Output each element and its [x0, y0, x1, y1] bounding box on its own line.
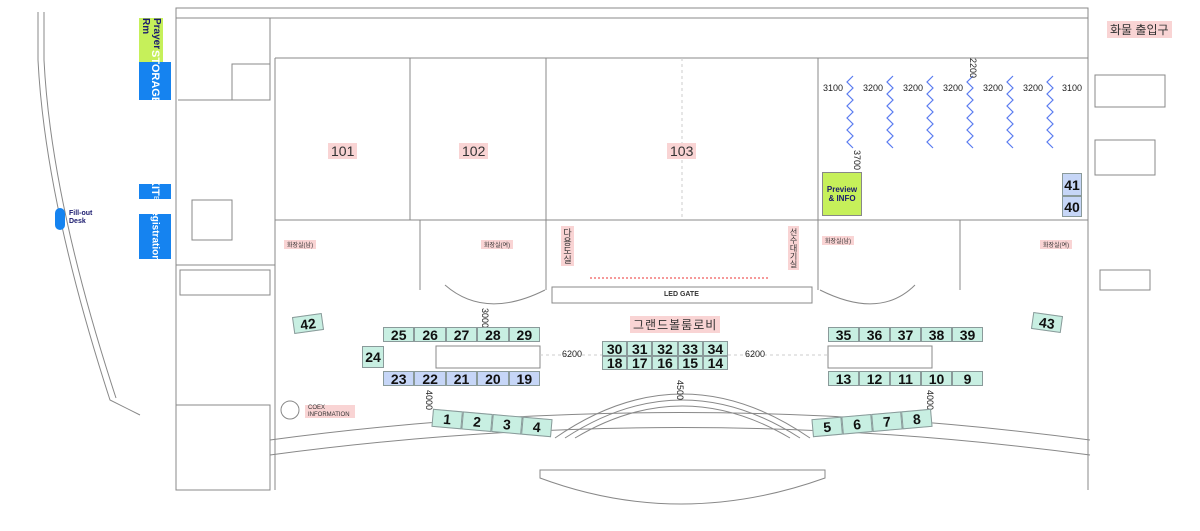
- coex-information-label: COEX INFORMATION: [305, 405, 355, 419]
- booth-2[interactable]: 2: [461, 411, 493, 432]
- booth-40[interactable]: 40: [1062, 196, 1082, 217]
- booth-10[interactable]: 10: [921, 371, 952, 387]
- registration-floor: B1: [151, 261, 159, 270]
- stanchion-line: [926, 75, 934, 149]
- booth-27[interactable]: 27: [445, 327, 478, 343]
- booth-1[interactable]: 1: [431, 408, 463, 430]
- booth-14[interactable]: 14: [702, 355, 729, 371]
- storage-text: STORAGE: [149, 49, 162, 104]
- booth-11[interactable]: 11: [890, 371, 921, 387]
- restroom-women-right: 화장실(여): [1040, 240, 1073, 249]
- booth-18[interactable]: 18: [602, 355, 628, 371]
- booth-38[interactable]: 38: [921, 327, 952, 343]
- stanchion-line: [966, 75, 974, 149]
- dim-2200: 2200: [968, 58, 978, 79]
- dim-3100-left: 3100: [823, 83, 844, 93]
- dim-6200-left: 6200: [562, 349, 583, 359]
- room-103-label: 103: [667, 143, 697, 159]
- booth-24[interactable]: 24: [362, 346, 384, 368]
- booth-32[interactable]: 32: [652, 341, 678, 357]
- booth-28[interactable]: 28: [477, 327, 509, 343]
- booth-31[interactable]: 31: [627, 341, 653, 357]
- preview-info-booth: Preview & INFO: [822, 172, 862, 216]
- booth-33[interactable]: 33: [677, 341, 703, 357]
- booth-9[interactable]: 9: [952, 371, 983, 387]
- booth-26[interactable]: 26: [414, 327, 446, 343]
- room-101-label: 101: [328, 143, 358, 159]
- cargo-entrance-label: 화물 출입구: [1107, 21, 1172, 38]
- dim-3100-right: 3100: [1062, 83, 1083, 93]
- stanchion-line: [886, 75, 894, 149]
- booth-16[interactable]: 16: [652, 355, 678, 371]
- booth-41[interactable]: 41: [1062, 173, 1082, 196]
- prayer-room-text: Prayer Rm: [140, 18, 162, 50]
- fill-out-desk-marker: [55, 208, 65, 230]
- booth-22[interactable]: 22: [414, 371, 446, 387]
- booth-35[interactable]: 35: [828, 327, 859, 343]
- booth-34[interactable]: 34: [702, 341, 729, 357]
- dim-6200-right: 6200: [745, 349, 766, 359]
- kit-text: KIT: [149, 178, 162, 197]
- booth-29[interactable]: 29: [508, 327, 541, 343]
- registration-text: Registration: [149, 203, 161, 262]
- restroom-men-right: 화장실(남): [822, 236, 855, 245]
- storage-floor: B1: [151, 103, 159, 113]
- booth-7[interactable]: 7: [871, 411, 903, 432]
- dim-4000-left: 4000: [424, 390, 434, 411]
- booth-3[interactable]: 3: [491, 414, 523, 435]
- room-102-label: 102: [459, 143, 489, 159]
- preview-info-text: Preview & INFO: [826, 185, 858, 203]
- booth-20[interactable]: 20: [477, 371, 509, 387]
- booth-5[interactable]: 5: [811, 416, 843, 438]
- booth-21[interactable]: 21: [445, 371, 478, 387]
- dim-4500: 4500: [675, 380, 685, 401]
- booth-25[interactable]: 25: [383, 327, 415, 343]
- prayer-room-label: Prayer Rm: [139, 18, 163, 62]
- dim-3200: 3200: [863, 83, 884, 93]
- booth-6[interactable]: 6: [841, 414, 873, 435]
- dim-3200: 3200: [1023, 83, 1044, 93]
- stanchion-line: [846, 75, 854, 149]
- dim-3200: 3200: [943, 83, 964, 93]
- booth-36[interactable]: 36: [859, 327, 890, 343]
- stanchion-line: [1046, 75, 1054, 149]
- booth-4[interactable]: 4: [521, 416, 553, 438]
- dim-3000: 3000: [480, 308, 490, 329]
- restroom-women-left: 화장실(여): [481, 240, 514, 249]
- booth-17[interactable]: 17: [627, 355, 653, 371]
- booth-23[interactable]: 23: [383, 371, 415, 387]
- grand-ballroom-lobby-label: 그랜드볼룸로비: [630, 316, 721, 333]
- dim-4000-right: 4000: [925, 390, 935, 411]
- booth-37[interactable]: 37: [890, 327, 921, 343]
- booth-19[interactable]: 19: [508, 371, 541, 387]
- booth-30[interactable]: 30: [602, 341, 628, 357]
- waiting-room-label: 선수대기실: [788, 226, 799, 270]
- stanchion-line: [1006, 75, 1014, 149]
- booth-13[interactable]: 13: [828, 371, 859, 387]
- multipurpose-room-label: 다용도실: [561, 226, 574, 266]
- led-gate-label: LED GATE: [664, 291, 699, 298]
- dim-3200: 3200: [983, 83, 1004, 93]
- kit-floor: B1: [151, 196, 159, 205]
- booth-8[interactable]: 8: [901, 408, 933, 430]
- fill-out-desk-label: Fill-out Desk: [69, 210, 93, 226]
- booth-39[interactable]: 39: [952, 327, 983, 343]
- booth-12[interactable]: 12: [859, 371, 890, 387]
- dim-3700: 3700: [852, 150, 862, 171]
- restroom-men-left: 화장실(남): [284, 240, 317, 249]
- dim-3200: 3200: [903, 83, 924, 93]
- booth-15[interactable]: 15: [677, 355, 703, 371]
